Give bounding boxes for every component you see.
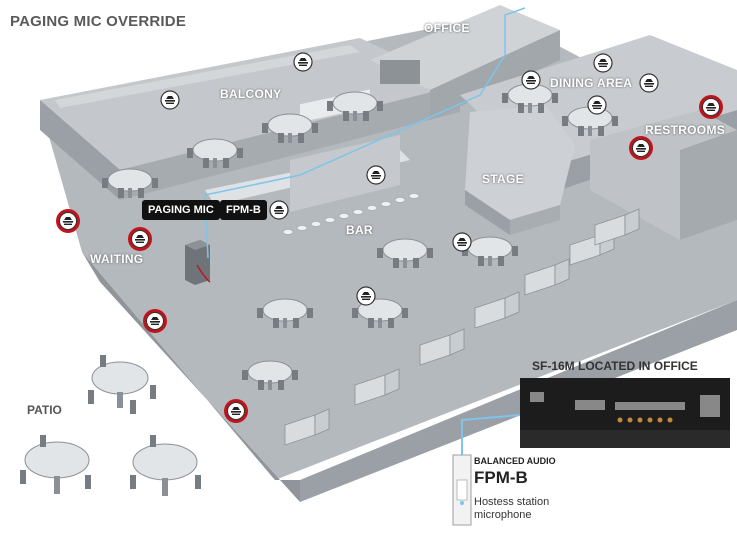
label-waiting: WAITING — [90, 252, 144, 266]
label-dining-area: DINING AREA — [550, 76, 633, 90]
sf16m-location-label: SF-16M LOCATED IN OFFICE — [532, 359, 698, 373]
office-room — [370, 5, 560, 120]
tag-paging-mic: PAGING MIC — [142, 200, 220, 220]
label-restrooms: RESTROOMS — [645, 123, 726, 137]
fpm-b-cable — [204, 7, 526, 259]
stage-platform — [465, 105, 575, 235]
patio-tables — [20, 355, 201, 496]
diagram-title: PAGING MIC OVERRIDE — [10, 13, 187, 30]
panel-description: Hostess station microphone — [474, 496, 594, 522]
panel-desc-line1: Hostess station — [474, 496, 550, 508]
sf16m-cable — [461, 414, 521, 458]
restrooms-room — [590, 110, 737, 240]
tag-fpm-b: FPM-B — [220, 200, 267, 220]
label-balcony: BALCONY — [220, 87, 282, 101]
panel-desc-line2: microphone — [474, 509, 532, 521]
panel-model: FPM-B — [474, 468, 528, 487]
label-patio: PATIO — [27, 403, 62, 417]
fpm-b-wallplate — [452, 454, 472, 526]
host-stand — [185, 240, 211, 285]
label-stage: STAGE — [482, 172, 524, 186]
panel-heading: BALANCED AUDIO — [474, 456, 556, 466]
label-bar: BAR — [346, 223, 373, 237]
sf16m-unit — [520, 378, 730, 448]
label-office: OFFICE — [424, 21, 470, 35]
